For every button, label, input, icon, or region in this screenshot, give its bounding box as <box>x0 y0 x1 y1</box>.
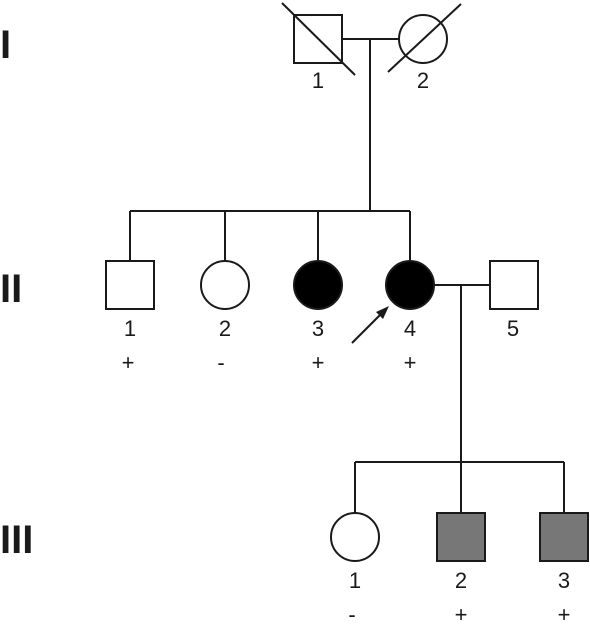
individual-number: 3 <box>558 568 570 593</box>
test-result: - <box>217 350 224 375</box>
test-result: + <box>312 350 325 375</box>
individual-II-3 <box>293 260 343 310</box>
individual-II-2 <box>200 260 250 310</box>
individual-III-1 <box>330 512 380 562</box>
deceased-slash <box>387 3 462 73</box>
test-result: + <box>558 602 571 625</box>
individual-number: 5 <box>507 316 519 341</box>
proband-arrow-icon <box>351 306 389 344</box>
individual-number: 1 <box>349 568 361 593</box>
individual-II-5 <box>489 260 539 310</box>
individual-number: 4 <box>404 316 416 341</box>
test-result: + <box>455 602 468 625</box>
individual-II-4 <box>385 260 435 310</box>
individual-II-1 <box>105 260 155 310</box>
test-result: - <box>348 602 355 625</box>
individual-number: 2 <box>417 68 429 93</box>
individual-I-1 <box>281 2 356 76</box>
individual-number: 1 <box>312 68 324 93</box>
individual-number: 2 <box>219 316 231 341</box>
individual-I-2 <box>387 3 462 73</box>
generation-label-II: II <box>0 267 22 311</box>
test-result: + <box>122 350 135 375</box>
individual-number: 3 <box>312 316 324 341</box>
individual-number: 1 <box>124 316 136 341</box>
generation-label-III: III <box>0 518 33 562</box>
deceased-slash <box>281 2 356 76</box>
generation-label-I: I <box>0 23 11 67</box>
test-result: + <box>404 350 417 375</box>
individual-III-3 <box>539 512 589 562</box>
individual-number: 2 <box>455 568 467 593</box>
individual-III-2 <box>436 512 486 562</box>
